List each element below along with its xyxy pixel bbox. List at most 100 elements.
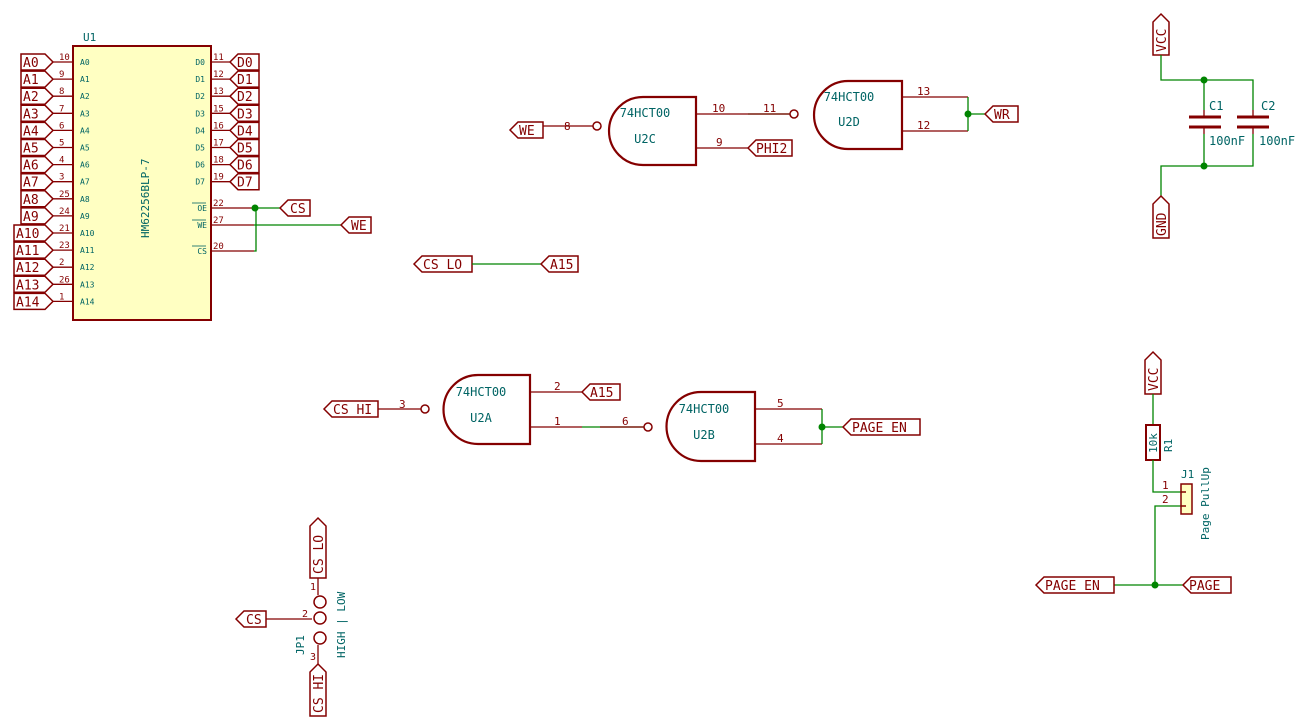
svg-text:25: 25 [59,190,70,200]
u1-cs-name: CS [197,247,207,256]
r1-value: 10k [1147,433,1160,453]
svg-text:17: 17 [213,139,224,149]
svg-text:WE: WE [519,124,535,139]
svg-text:PAGE_EN: PAGE_EN [1045,579,1100,594]
label-a15-text: A15 [550,258,573,273]
svg-text:D2: D2 [237,90,253,105]
u2d-ref: U2D [838,115,860,129]
label-page: PAGE [1181,576,1232,594]
svg-text:7: 7 [59,104,64,114]
svg-text:VCC: VCC [1147,368,1162,391]
svg-text:19: 19 [213,173,224,183]
svg-text:18: 18 [213,156,224,166]
svg-text:A1: A1 [23,73,39,88]
gate-u2b: 74HCT00 U2B 6 5 4 [600,390,822,463]
u2b-pin5: 5 [777,397,784,410]
u2c-pin8: 8 [564,120,571,133]
svg-text:CS_HI: CS_HI [333,403,372,418]
svg-text:16: 16 [213,121,224,131]
u2a-pin1: 1 [554,415,561,428]
gate-u2a: 74HCT00 U2A 3 2 1 CS_HI A15 [322,373,621,446]
svg-text:9: 9 [59,70,64,80]
svg-text:CS_HI: CS_HI [312,674,327,713]
svg-text:A14: A14 [16,295,40,310]
svg-text:1: 1 [59,292,64,302]
svg-text:A9: A9 [80,212,90,221]
jumper-jp1: CS_LO 1 2 3 JP1 HIGH | LOW CS CS_HI [234,516,348,717]
svg-text:21: 21 [59,224,70,234]
svg-text:D1: D1 [237,73,253,88]
u2a-part: 74HCT00 [456,385,507,399]
svg-text:A12: A12 [16,261,39,276]
svg-text:2: 2 [59,258,64,268]
label-cs-hi: CS_HI [322,400,379,418]
svg-text:3: 3 [59,173,64,183]
u2c-part: 74HCT00 [620,106,671,120]
u2d-pin12: 12 [917,119,930,132]
svg-text:8: 8 [59,87,64,97]
svg-text:A5: A5 [80,144,90,153]
page-en-junction [818,423,826,431]
svg-text:A13: A13 [80,280,95,289]
svg-text:D3: D3 [195,109,205,118]
c2-value: 100nF [1259,134,1295,148]
jp1-value: HIGH | LOW [335,591,348,658]
u2d-pin13: 13 [917,85,930,98]
svg-text:A0: A0 [80,58,90,67]
svg-text:WE: WE [351,219,367,234]
svg-text:D7: D7 [195,178,205,187]
u1-pin27-num: 27 [213,216,224,226]
label-a15 [539,255,579,273]
svg-text:A4: A4 [80,126,90,135]
svg-text:12: 12 [213,70,224,80]
svg-text:13: 13 [213,87,224,97]
label-gnd: GND [1152,194,1170,239]
svg-text:D5: D5 [195,144,205,153]
r1-ref: R1 [1162,439,1175,452]
page-pullup: VCC 10k R1 1 2 J1 Page PullUp PAGE_EN PA… [1034,350,1232,594]
svg-text:GND: GND [1155,212,1170,236]
u2b-pin4: 4 [777,432,784,445]
label-a15-gate: A15 [580,383,621,401]
u2a-pin2: 2 [554,380,561,393]
svg-text:A15: A15 [590,386,613,401]
u2a-ref: U2A [470,411,492,425]
svg-text:PAGE: PAGE [1189,579,1220,594]
svg-text:D6: D6 [237,159,253,174]
svg-text:A7: A7 [23,176,39,191]
svg-text:A14: A14 [80,297,95,306]
svg-text:24: 24 [59,207,70,217]
cs-junction [251,204,259,212]
svg-text:23: 23 [59,241,70,251]
label-phi2: PHI2 [746,139,793,157]
u1-oe-name: OE [197,204,207,213]
svg-text:A3: A3 [23,107,39,122]
svg-text:A11: A11 [80,246,95,255]
svg-text:D4: D4 [195,126,205,135]
svg-text:D1: D1 [195,75,205,84]
label-page-en-right: PAGE_EN [1034,576,1115,594]
svg-text:A0: A0 [23,56,39,71]
jp1-ref: JP1 [294,635,307,655]
svg-text:10: 10 [59,53,70,63]
decoupling-caps: VCC C1 100nF C2 100nF GND [1152,12,1295,239]
svg-text:D4: D4 [237,124,253,139]
u2a-pin3: 3 [399,398,406,411]
svg-text:26: 26 [59,275,70,285]
